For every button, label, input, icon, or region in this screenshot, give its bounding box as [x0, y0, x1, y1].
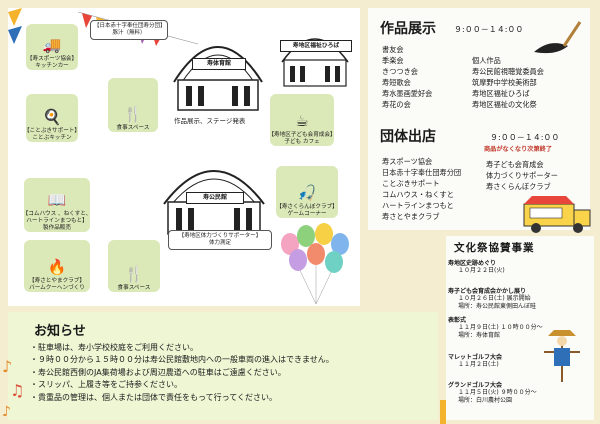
groups-title: 団体出店 [380, 129, 436, 145]
crafts-sale-tile: 📖 【コムハウス 、ねくすと、 ハートラインまつもと】 製作品販売 [22, 178, 92, 232]
takoyaki-icon: 🍳 [42, 108, 62, 126]
fire-icon: 🔥 [47, 258, 67, 276]
exhibit-time: ９:００－１４:００ [454, 25, 524, 34]
baumkuchen-tile: 🔥 【寿さとやまクラブ】 バームクーヘンづくり [24, 240, 90, 292]
kitchen-tile: 🍳 【ことぶきサポート】 ことぶキッチン [24, 94, 80, 142]
list-item: きつつき会 [382, 67, 418, 76]
sponsor-event-line: １１月２日(土) [458, 361, 499, 368]
sponsor-event-line: 場所：寿公民館東側田んぼ畦 [458, 303, 537, 310]
list-item: 寿地区福祉ひろば [472, 89, 530, 98]
list-item: 寿スポーツ協会 [382, 157, 433, 166]
notice-panel: お知らせ ・駐車場は、寿小学校校庭をご利用ください。 ・９時００分から１５時００… [8, 312, 438, 420]
list-item: 季楽会 [382, 56, 404, 65]
list-item: 寿短歌会 [382, 78, 411, 87]
notice-list: ・駐車場は、寿小学校校庭をご利用ください。 ・９時００分から１５時００分は寿公民… [30, 342, 334, 404]
tile-label: 食事スペース [117, 285, 151, 291]
sponsor-event-name: マレットゴルフ大会 [448, 354, 503, 361]
gym-building-icon [173, 46, 263, 111]
list-item: 寿子ども会育成会 [486, 160, 544, 169]
welfare-building-icon [281, 38, 349, 87]
list-item: 寿さとやまクラブ [382, 212, 440, 221]
svg-text:♪: ♪ [2, 357, 12, 376]
list-item: 寿さくらんぼクラブ [486, 182, 551, 191]
notice-item: ・９時００分から１５時００分は寿公民館敷地内への一般車両の進入はできません。 [30, 355, 334, 365]
tile-label: 【寿さとやまクラブ】 バームクーヘンづくり [29, 278, 85, 291]
list-item: 書友会 [382, 45, 404, 54]
venue-map: 🚚 【寿スポーツ協会】 キッチンカー 🍳 【ことぶきサポート】 ことぶキッチン … [8, 8, 360, 306]
stripe-decoration [440, 400, 446, 424]
sponsor-event-name: 寿子ども会育成会かかし展り [448, 288, 527, 295]
red-cross-box: 【日本赤十字奉仕団寿分団】 豚汁（無料） [90, 20, 168, 40]
community-hall-icon [163, 170, 265, 235]
notice-item: ・駐車場は、寿小学校校庭をご利用ください。 [30, 343, 198, 352]
tile-label: 【寿さくらんぼクラブ】 ゲームコーナー [276, 204, 338, 217]
groups-list-left: 寿スポーツ協会 日本赤十字奉仕団寿分団 ことぶきサポート コムハウス・ねくすと … [382, 156, 461, 222]
svg-text:♫: ♫ [10, 381, 24, 400]
list-item: ハートラインまつもと [382, 201, 454, 210]
sponsor-event-line: １１月９日(土) １０時００分～ [458, 324, 543, 331]
exhibit-panel: 作品展示 ９:００－１４:００ 書友会 季楽会 きつつき会 寿短歌会 寿水墨画愛… [368, 8, 590, 230]
tile-label: 食事スペース [116, 125, 150, 131]
notice-item: ・スリッパ、上履き等をご持参ください。 [30, 380, 182, 390]
tile-label: 【コムハウス 、ねくすと、 ハートラインまつもと】 製作品販売 [22, 211, 92, 231]
list-item: 筑摩野中学校美術部 [472, 78, 537, 87]
groups-note: 商品がなくなり次第終了 [484, 146, 553, 153]
exhibit-title: 作品展示 [380, 21, 436, 37]
sponsor-event-line: １０月２２日(火) [458, 267, 505, 274]
music-notes-icon: ♪ ♫ ♪ [2, 357, 24, 420]
list-item: 個人作品 [472, 56, 501, 65]
list-item: 寿花の会 [382, 100, 411, 109]
brush-icon [534, 21, 582, 54]
svg-text:♪: ♪ [2, 404, 11, 420]
kitchen-car-tile: 🚚 【寿スポーツ協会】 キッチンカー [26, 24, 78, 70]
sponsor-event-line: 場所：白川農村公園 [458, 397, 513, 404]
sponsor-event-name: グランドゴルフ大会 [448, 382, 503, 389]
dining-space-tile: 🍴 食事スペース [108, 78, 158, 132]
balloons-icon [281, 223, 349, 305]
list-item: 日本赤十字奉仕団寿分団 [382, 168, 462, 177]
sponsor-title: 文化祭協賛事業 [454, 242, 535, 254]
cutlery-icon: 🍴 [123, 105, 143, 123]
dining-space-tile-2: 🍴 食事スペース [108, 240, 160, 292]
tile-label: 【寿スポーツ協会】 キッチンカー [26, 56, 78, 69]
list-item: ことぶきサポート [382, 179, 440, 188]
sponsor-event-line: １０月２６日(土) 展示開始 [458, 295, 531, 302]
hall-sign: 寿公民館 [186, 192, 244, 204]
exhibit-list-right: 個人作品 寿公民館視聴覚委員会 筑摩野中学校美術部 寿地区福祉ひろば 寿地区福祉… [472, 55, 544, 110]
notice-item: ・貴重品の管理は、個人または団体で責任をもって行ってください。 [30, 392, 277, 402]
food-truck-icon [523, 196, 591, 233]
gym-sign: 寿体育館 [192, 58, 246, 70]
sponsor-event-line: １１月５日(火) ９時００分～ [458, 389, 537, 396]
welfare-sign: 寿地区福祉ひろば [280, 40, 352, 52]
notice-item: ・寿公民館西側のJA集荷場および周辺農道への駐車はご遠慮ください。 [30, 367, 286, 377]
sponsor-event-name: 寿地区史跡めぐり [448, 260, 497, 267]
scarecrow-icon [544, 330, 580, 382]
book-icon: 📖 [47, 191, 67, 209]
gym-caption: 作品展示、ステージ発表 [174, 117, 246, 125]
truck-icon: 🚚 [42, 36, 62, 54]
fishing-icon: 🎣 [297, 184, 317, 202]
list-item: 体力づくりサポーター [486, 171, 558, 180]
tile-label: 【寿地区子ども会育成会】 子ども カフェ [268, 132, 336, 145]
bunting-left [8, 8, 22, 44]
list-item: コムハウス・ねくすと [382, 190, 454, 199]
notice-title: お知らせ [34, 324, 86, 339]
kids-cafe-tile: ☕ 【寿地区子ども会育成会】 子ども カフェ [268, 94, 336, 146]
coffee-icon: ☕ [295, 112, 309, 130]
exhibit-list-left: 書友会 季楽会 きつつき会 寿短歌会 寿水墨画愛好会 寿花の会 [382, 44, 432, 110]
sponsor-event-name: 表彰式 [448, 317, 467, 324]
tile-label: 【ことぶきサポート】 ことぶキッチン [24, 128, 80, 141]
sponsor-panel: 文化祭協賛事業 寿地区史跡めぐり １０月２２日(火) 寿子ども会育成会かかし展り… [446, 236, 594, 420]
sponsor-event-line: 場所：寿体育館 [458, 332, 501, 339]
list-item: 寿地区福祉の文化祭 [472, 100, 537, 109]
groups-list-right: 寿子ども会育成会 体力づくりサポーター 寿さくらんぼクラブ [486, 159, 558, 192]
groups-time: ９:００－１４:００ [490, 133, 560, 142]
hall-caption: 【寿地区体力づくりサポーター】 体力測定 [168, 230, 272, 250]
list-item: 寿水墨画愛好会 [382, 89, 433, 98]
game-corner-tile: 🎣 【寿さくらんぼクラブ】 ゲームコーナー [276, 166, 338, 218]
list-item: 寿公民館視聴覚委員会 [472, 67, 544, 76]
cutlery-icon: 🍴 [124, 265, 144, 283]
